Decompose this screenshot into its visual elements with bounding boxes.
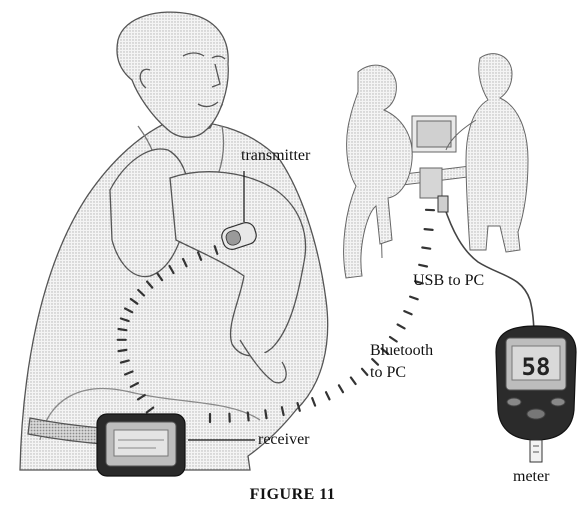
meter-label: meter [513,468,550,485]
signal-dash [388,335,398,343]
signal-dash [396,323,406,330]
signal-dash [349,376,357,386]
signal-dash [145,406,155,414]
signal-dash [119,359,130,364]
receiver-device [96,413,186,477]
signal-dash [264,409,268,420]
signal-dash [311,397,317,407]
signal-dash [197,251,203,261]
figure-caption: FIGURE 11 [249,486,336,503]
transmitter-sensor [221,222,257,250]
signal-dash [246,411,250,422]
signal-dash [182,257,188,268]
signal-dash [123,370,134,376]
signal-dash [146,280,154,289]
signal-dash [136,394,146,401]
usb-plug [437,195,449,213]
signal-dash [371,358,380,366]
signal-dash [117,327,128,332]
transmitter-to-receiver-signal [116,245,219,414]
transmitter-label: transmitter [241,147,311,164]
signal-dash [129,382,139,388]
signal-dash [409,295,419,301]
signal-dash [296,402,301,412]
figure-illustration: 58 [19,11,577,477]
signal-dash [280,406,285,417]
signal-dash [423,228,434,231]
clinicians-at-pc [343,53,529,279]
signal-dash [168,264,175,275]
signal-dash [414,280,424,285]
signal-dash [129,297,139,305]
signal-dash [403,310,413,316]
signal-dash [360,367,369,376]
glucose-meter: 58 [495,325,577,463]
usb-to-pc-label: USB to PC [413,272,485,289]
receiver-label: receiver [258,431,310,448]
signal-dash [137,288,146,297]
signal-dash [156,272,164,282]
signal-dash [123,307,134,314]
signal-dash [117,348,128,353]
signal-dash [213,245,219,255]
usb-cable [443,205,535,339]
signal-dash [380,347,389,355]
signal-dash [418,263,429,268]
bluetooth-label-line2: to PC [370,364,407,381]
signal-dash [337,384,345,394]
bluetooth-label-line1: Bluetooth [370,342,434,359]
patient-figure [19,11,329,471]
signal-dash [119,317,130,323]
bluetooth-signal [208,208,436,424]
meter-reading: 58 [522,353,551,381]
signal-dash [421,246,432,250]
signal-dash [324,391,331,401]
